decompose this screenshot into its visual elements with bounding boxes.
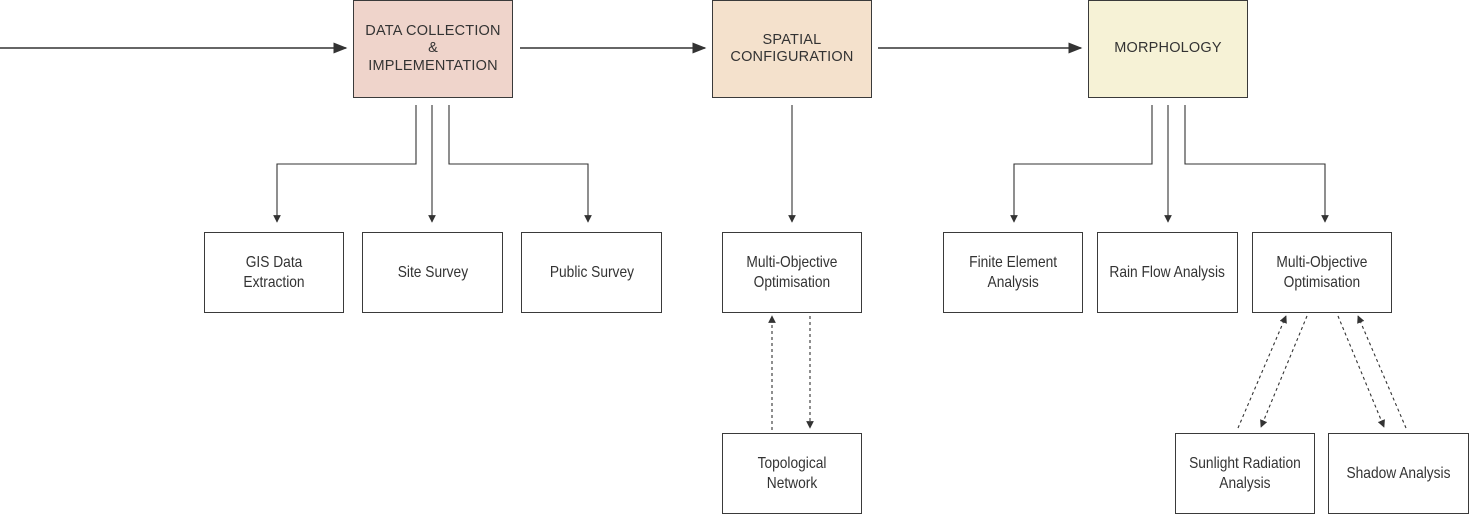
task-shadow-label: Shadow Analysis: [1346, 464, 1451, 482]
task-shadow-analysis: Shadow Analysis: [1328, 433, 1469, 514]
branch-to-public-survey: [448, 105, 592, 223]
task-moo-spatial-label: Multi-Objective Optimisation: [746, 254, 838, 291]
task-multi-objective-optimisation-morphology: Multi-Objective Optimisation: [1252, 232, 1392, 313]
dashed-shadow-to-moo: [1357, 315, 1407, 429]
task-topological-network: Topological Network: [722, 433, 862, 514]
task-gis-data-extraction: GIS Data Extraction: [204, 232, 344, 313]
task-moo-morph-label: Multi-Objective Optimisation: [1276, 254, 1368, 291]
task-site-survey-label: Site Survey: [397, 263, 468, 281]
stage-data-collection: DATA COLLECTION & IMPLEMENTATION: [353, 0, 513, 98]
stage-data-collection-label: DATA COLLECTION & IMPLEMENTATION: [365, 22, 501, 74]
task-fea-label: Finite Element Analysis: [969, 254, 1057, 291]
task-finite-element-analysis: Finite Element Analysis: [943, 232, 1083, 313]
stage-spatial-configuration-label: SPATIAL CONFIGURATION: [730, 31, 854, 65]
task-rain-flow-label: Rain Flow Analysis: [1109, 263, 1226, 281]
task-topological-label: Topological Network: [757, 455, 827, 492]
branch-to-gis: [273, 105, 417, 223]
stage-morphology-label: MORPHOLOGY: [1114, 40, 1222, 57]
task-sunlight-radiation-analysis: Sunlight Radiation Analysis: [1175, 433, 1315, 514]
branch-to-fea: [1010, 105, 1153, 223]
task-public-survey-label: Public Survey: [549, 263, 634, 281]
task-sunlight-label: Sunlight Radiation Analysis: [1189, 455, 1301, 492]
task-rain-flow-analysis: Rain Flow Analysis: [1097, 232, 1238, 313]
stage-spatial-configuration: SPATIAL CONFIGURATION: [712, 0, 872, 98]
dashed-moo-to-sunlight: [1260, 315, 1308, 428]
branch-to-moo-morph: [1184, 105, 1329, 223]
dashed-sunlight-to-moo: [1237, 315, 1287, 429]
task-site-survey: Site Survey: [362, 232, 503, 313]
task-gis-label: GIS Data Extraction: [243, 254, 305, 291]
task-public-survey: Public Survey: [521, 232, 662, 313]
task-multi-objective-optimisation-spatial: Multi-Objective Optimisation: [722, 232, 862, 313]
stage-morphology: MORPHOLOGY: [1088, 0, 1248, 98]
dashed-moo-to-shadow: [1337, 315, 1385, 428]
